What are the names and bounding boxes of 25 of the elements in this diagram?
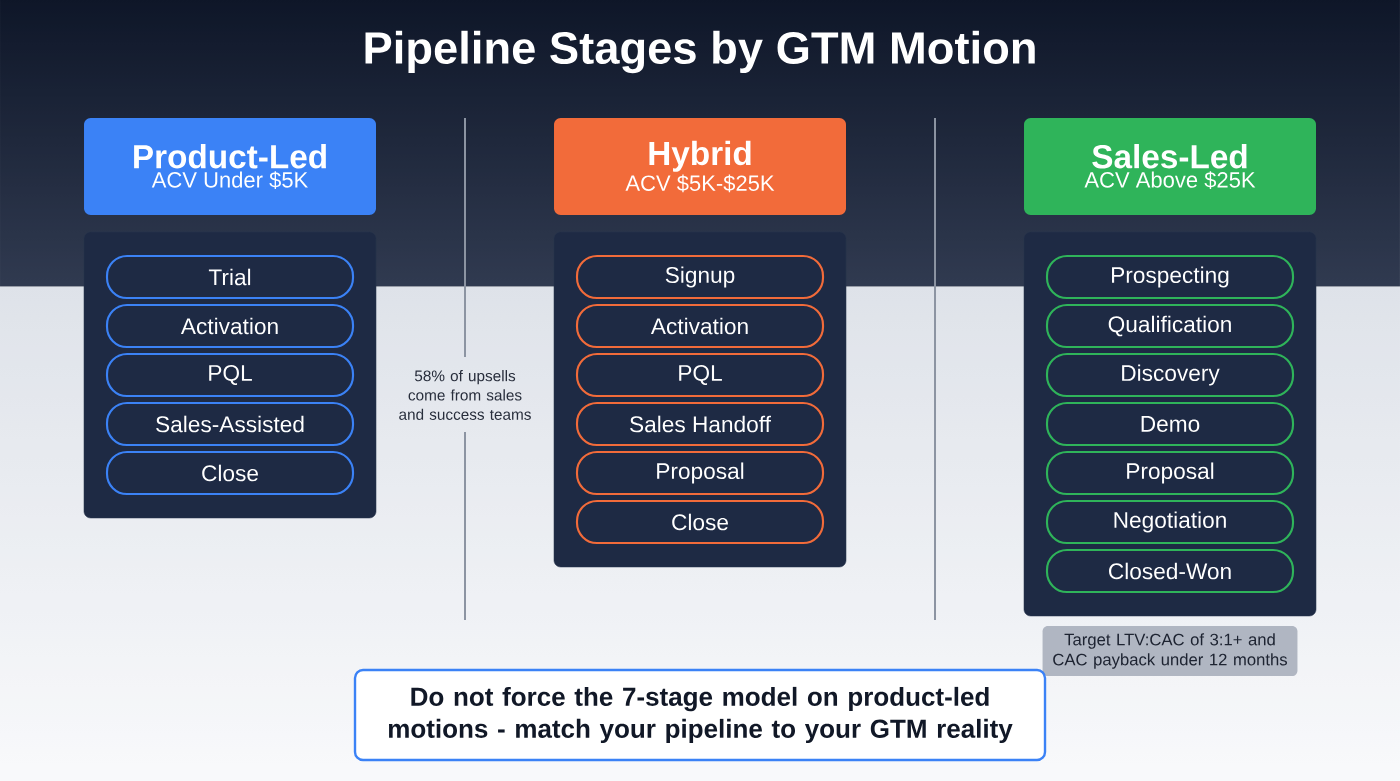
stage-pill: Close xyxy=(105,450,355,496)
column-header: Hybrid ACV $5K-$25K xyxy=(554,118,846,215)
stage-pill: Proposal xyxy=(575,450,825,496)
column-header: Product-Led ACV Under $5K xyxy=(84,118,376,215)
stage-pill: Qualification xyxy=(1045,303,1295,349)
callout-box: Do not force the 7-stage model on product-led motions - match your pipeline to your GTM reality xyxy=(353,668,1047,762)
stage-pill: Sales-Assisted xyxy=(105,401,355,447)
stage-pill: Negotiation xyxy=(1045,499,1295,545)
stage-pill: Trial xyxy=(105,254,355,300)
stage-pill: Closed-Won xyxy=(1045,548,1295,594)
note-box: Target LTV:CAC of 3:1+ and CAC payback under 12 months xyxy=(1042,626,1298,676)
stage-pill: Sales Handoff xyxy=(575,401,825,447)
title: Pipeline Stages by GTM Motion xyxy=(365,30,1035,74)
stage-pill: Proposal xyxy=(1045,450,1295,496)
stage-pill: Signup xyxy=(575,254,825,300)
stage-pill: Demo xyxy=(1045,401,1295,447)
stage-pill: Close xyxy=(575,499,825,545)
stage-pill: PQL xyxy=(105,352,355,398)
stage-pill: PQL xyxy=(575,352,825,398)
stage-pill: Activation xyxy=(105,303,355,349)
stage-pill: Discovery xyxy=(1045,352,1295,398)
stage-pill: Prospecting xyxy=(1045,254,1295,300)
note-text: 58% of upsells come from sales and success teams xyxy=(399,370,531,420)
stage-pill: Activation xyxy=(575,303,825,349)
column-header: Sales-Led ACV Above $25K xyxy=(1024,118,1316,215)
